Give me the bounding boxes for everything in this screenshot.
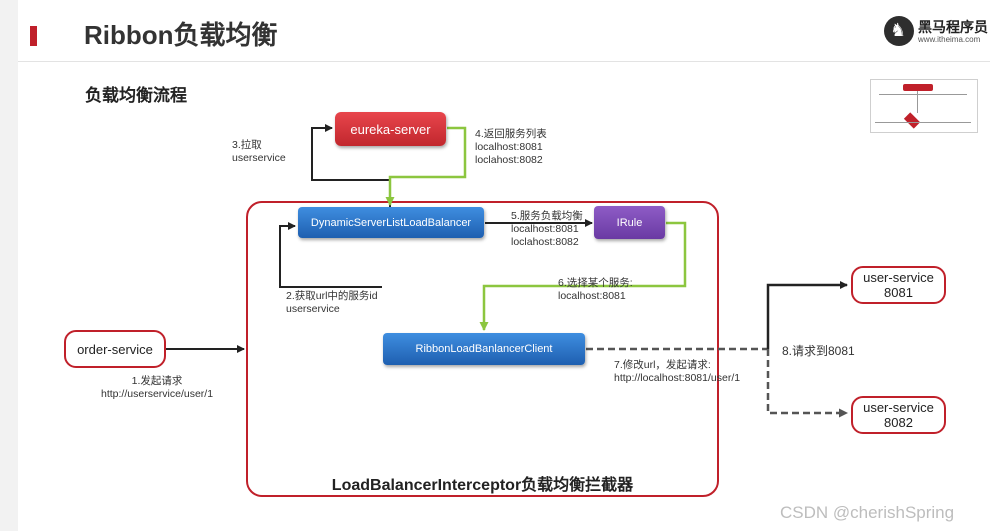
section-title: 负载均衡流程 [85, 86, 187, 105]
step4-line2: loclahost:8082 [475, 154, 543, 166]
arrow-step6-select [479, 221, 687, 331]
user-service-8081-node: user-service 8081 [851, 266, 946, 304]
step1-label: 1.发起请求 http://userservice/user/1 [101, 375, 213, 401]
step1-title: 1.发起请求 [131, 375, 183, 387]
title-divider [18, 61, 990, 62]
thumbnail-line [917, 91, 918, 113]
step7-title: 7.修改url，发起请求: [614, 359, 711, 371]
irule-node: IRule [594, 206, 665, 239]
step6-detail: localhost:8081 [558, 290, 626, 302]
step2-label: 2.获取url中的服务id userservice [286, 290, 378, 316]
step4-title: 4.返回服务列表 [475, 128, 547, 140]
logo-name: 黑马程序员 [918, 19, 988, 35]
eureka-server-node: eureka-server [335, 112, 446, 146]
step2-detail: userservice [286, 303, 340, 315]
user-service-8081-port: 8081 [884, 285, 913, 300]
user-service-8082-node: user-service 8082 [851, 396, 946, 434]
slide-thumbnail[interactable] [870, 79, 978, 133]
arrow-step2-get-id [279, 222, 382, 288]
csdn-watermark: CSDN @cherishSpring [780, 503, 955, 522]
step4-line1: localhost:8081 [475, 141, 543, 153]
step7-label: 7.修改url，发起请求: http://localhost:8081/user… [614, 359, 740, 385]
order-service-node: order-service [64, 330, 166, 368]
thumbnail-line [875, 122, 971, 123]
step4-label: 4.返回服务列表 localhost:8081 loclahost:8082 [475, 128, 547, 167]
step3-title: 3.拉取 [232, 139, 262, 151]
ribbon-client-node: RibbonLoadBanlancerClient [383, 333, 585, 365]
logo-url: www.itheima.com [918, 35, 981, 44]
step8-label: 8.请求到8081 [782, 345, 855, 358]
user-service-8082-name: user-service [863, 400, 934, 415]
arrow-step8-user-8081 [766, 281, 848, 349]
step6-title: 6.选择某个服务: [558, 277, 633, 289]
step3-detail: userservice [232, 152, 286, 164]
step7-detail: http://localhost:8081/user/1 [614, 372, 741, 384]
user-service-8081-name: user-service [863, 270, 934, 285]
left-margin-strip [0, 0, 18, 531]
thumbnail-line [879, 94, 967, 95]
horse-logo-icon: ♞ [884, 16, 914, 46]
step6-label: 6.选择某个服务: localhost:8081 [558, 277, 633, 303]
step8-title: 8.请求到8081 [782, 344, 855, 358]
arrow-alt-user-8082 [766, 349, 848, 418]
page-title: Ribbon负载均衡 [84, 20, 278, 50]
step5-line1: localhost:8081 [511, 223, 579, 235]
user-service-8082-port: 8082 [884, 415, 913, 430]
step2-title: 2.获取url中的服务id [286, 290, 378, 302]
arrow-step4-return [385, 126, 467, 206]
thumbnail-node [903, 84, 933, 91]
dynamic-load-balancer-node: DynamicServerListLoadBalancer [298, 207, 484, 238]
step5-title: 5.服务负载均衡 [511, 210, 583, 222]
brand-logo: ♞ 黑马程序员 www.itheima.com [884, 16, 988, 48]
step5-line2: loclahost:8082 [511, 236, 579, 248]
title-accent-bar [30, 26, 37, 46]
step1-detail: http://userservice/user/1 [101, 388, 214, 400]
interceptor-caption: LoadBalancerInterceptor负载均衡拦截器 [331, 477, 634, 494]
step3-label: 3.拉取 userservice [232, 139, 286, 165]
step5-label: 5.服务负载均衡 localhost:8081 loclahost:8082 [511, 210, 583, 249]
